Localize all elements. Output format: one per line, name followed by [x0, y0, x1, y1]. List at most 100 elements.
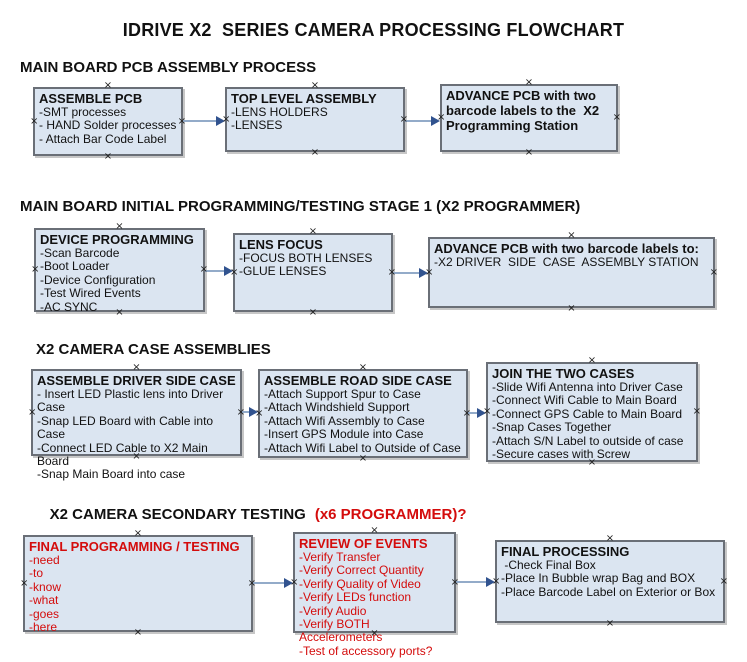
- box-line: -need: [29, 553, 60, 567]
- box-title: DEVICE PROGRAMMING: [40, 232, 194, 247]
- anchor-icon: ×: [308, 226, 318, 237]
- box-line: - Insert LED Plastic lens into Driver Ca…: [37, 387, 227, 415]
- anchor-icon: ×: [310, 147, 320, 158]
- box-line: -what: [29, 593, 59, 608]
- box-line: -Verify LEDs function: [299, 590, 412, 605]
- box-line: -LENS HOLDERS: [231, 105, 328, 119]
- connector-arrow[interactable]: [205, 264, 233, 278]
- box-line: -Slide Wifi Antenna into Driver Case: [492, 380, 683, 394]
- flow-box-lens-focus[interactable]: × × × × LENS FOCUS -FOCUS BOTH LENSES -G…: [230, 227, 396, 318]
- box-line: -GLUE LENSES: [239, 264, 327, 279]
- connector-arrow[interactable]: [183, 114, 225, 128]
- box-line: -Verify Audio: [299, 603, 367, 618]
- anchor-icon: ×: [567, 303, 576, 314]
- page-title: IDRIVE X2 SERIES CAMERA PROCESSING FLOWC…: [122, 20, 625, 40]
- anchor-icon: ×: [30, 115, 39, 127]
- anchor-icon: ×: [358, 362, 368, 373]
- connector-arrow[interactable]: [468, 406, 486, 420]
- connector-arrow[interactable]: [393, 266, 428, 280]
- box-title: ASSEMBLE ROAD SIDE CASE: [264, 373, 452, 388]
- section-heading-pcb-assembly: MAIN BOARD PCB ASSEMBLY PROCESS: [20, 59, 317, 76]
- flow-box-review-of-events[interactable]: × × × × REVIEW OF EVENTS -Verify Transfe…: [290, 526, 459, 658]
- box-line: -Attach Wifi Label to Outside of Case: [264, 440, 461, 455]
- anchor-icon: ×: [358, 453, 368, 464]
- box-line: -Device Configuration: [40, 272, 156, 287]
- anchor-icon: ×: [524, 147, 534, 158]
- box-line: -Verify Transfer: [299, 550, 381, 564]
- flow-box-final-processing[interactable]: × × × × FINAL PROCESSING -Check Final Bo…: [492, 534, 728, 629]
- box-title: TOP LEVEL ASSEMBLY: [231, 91, 377, 106]
- box-line: -Connect LED Cable to X2 Main Board: [37, 440, 212, 469]
- box-line: -Attach S/N Label to outside of case: [492, 433, 684, 448]
- connector-arrow[interactable]: [456, 575, 495, 589]
- box-title: LENS FOCUS: [239, 237, 323, 252]
- anchor-icon: ×: [20, 577, 29, 589]
- box-line: -Test of accessory ports?: [299, 643, 433, 658]
- anchor-icon: ×: [524, 77, 534, 88]
- box-line: -Attach Support Spur to Case: [264, 387, 421, 401]
- anchor-icon: ×: [709, 266, 718, 278]
- box-title: ASSEMBLE DRIVER SIDE CASE: [37, 373, 236, 388]
- section-heading-secondary-testing: X2 CAMERA SECONDARY TESTING (x6 PROGRAMME…: [33, 489, 467, 540]
- box-line: -goes: [29, 606, 60, 621]
- flow-box-advance-pcb-programming-station[interactable]: × × × × ADVANCE PCB with two barcode lab…: [437, 78, 621, 158]
- box-line: -Place In Bubble wrap Bag and BOX: [501, 571, 696, 586]
- section-heading-case-assemblies: X2 CAMERA CASE ASSEMBLIES: [36, 341, 271, 358]
- box-line: - HAND Solder processes: [39, 118, 177, 133]
- box-line: -Attach Windshield Support: [264, 400, 410, 415]
- section-heading-initial-programming: MAIN BOARD INITIAL PROGRAMMING/TESTING S…: [20, 198, 581, 215]
- box-line: -Test Wired Events: [40, 286, 141, 301]
- flow-box-top-level-assembly[interactable]: × × × × TOP LEVEL ASSEMBLY -LENS HOLDERS…: [222, 81, 408, 158]
- box-line: -FOCUS BOTH LENSES: [239, 251, 373, 265]
- connector-arrow[interactable]: [253, 576, 293, 590]
- box-line: -Connect GPS Cable to Main Board: [492, 406, 683, 421]
- flow-box-advance-pcb-driver-side-station[interactable]: × × × × ADVANCE PCB with two barcode lab…: [425, 231, 718, 314]
- flow-box-assemble-pcb[interactable]: × × × × ASSEMBLE PCB -SMT processes - HA…: [30, 81, 186, 162]
- box-title: ASSEMBLE PCB: [39, 91, 143, 106]
- anchor-icon: ×: [310, 80, 320, 91]
- flow-box-assemble-road-side-case[interactable]: × × × × ASSEMBLE ROAD SIDE CASE -Attach …: [255, 363, 471, 464]
- box-line: -Snap Main Board into case: [37, 467, 186, 482]
- box-line: -LENSES: [231, 118, 283, 133]
- box-title: FINAL PROCESSING: [501, 544, 630, 559]
- box-line: -to: [29, 566, 44, 581]
- section-heading-red-part: (x6 PROGRAMMER)?: [314, 506, 467, 523]
- anchor-icon: ×: [612, 112, 621, 123]
- anchor-icon: ×: [132, 362, 141, 373]
- anchor-icon: ×: [115, 221, 124, 232]
- box-line: -Verify Correct Quantity: [299, 563, 424, 578]
- box-line: -Scan Barcode: [40, 246, 120, 260]
- box-line: -Boot Loader: [40, 259, 110, 274]
- anchor-icon: ×: [605, 533, 615, 544]
- box-line: -AC SYNC: [40, 299, 98, 314]
- flow-box-device-programming[interactable]: × × × × DEVICE PROGRAMMING -Scan Barcode…: [31, 222, 208, 318]
- anchor-icon: ×: [103, 80, 113, 91]
- box-title: ADVANCE PCB with two barcode labels to:: [434, 241, 699, 256]
- box-title: JOIN THE TWO CASES: [492, 366, 635, 381]
- box-line: -Place Barcode Label on Exterior or Box: [501, 584, 716, 599]
- anchor-icon: ×: [308, 307, 318, 318]
- box-line: -Connect Wifi Cable to Main Board: [492, 393, 677, 408]
- section-heading-black-part: X2 CAMERA SECONDARY TESTING: [49, 506, 306, 523]
- flow-box-final-programming-testing[interactable]: × × × × FINAL PROGRAMMING / TESTING -nee…: [20, 529, 256, 638]
- flow-box-join-the-two-cases[interactable]: × × × × JOIN THE TWO CASES -Slide Wifi A…: [483, 356, 701, 468]
- box-line: -Snap LED Board with Cable into Case: [37, 413, 217, 442]
- box-line: - Attach Bar Code Label: [39, 131, 167, 146]
- anchor-icon: ×: [692, 406, 701, 417]
- box-line: -Verify Quality of Video: [299, 576, 421, 591]
- box-line: -Snap Cases Together: [492, 420, 612, 435]
- box-title: REVIEW OF EVENTS: [299, 536, 428, 551]
- anchor-icon: ×: [31, 264, 40, 275]
- flow-box-assemble-driver-side-case[interactable]: × × × × ASSEMBLE DRIVER SIDE CASE - Inse…: [28, 363, 245, 482]
- box-line: -SMT processes: [39, 105, 127, 119]
- box-line: -Check Final Box: [501, 558, 596, 572]
- box-title: ADVANCE PCB with two barcode labels to t…: [446, 88, 603, 133]
- connector-arrow[interactable]: [405, 114, 440, 128]
- anchor-icon: ×: [103, 151, 113, 162]
- connector-arrow[interactable]: [242, 405, 258, 419]
- box-line: -Secure cases with Screw: [492, 447, 631, 462]
- anchor-icon: ×: [28, 406, 37, 418]
- anchor-icon: ×: [719, 575, 728, 587]
- box-title: FINAL PROGRAMMING / TESTING: [29, 539, 240, 554]
